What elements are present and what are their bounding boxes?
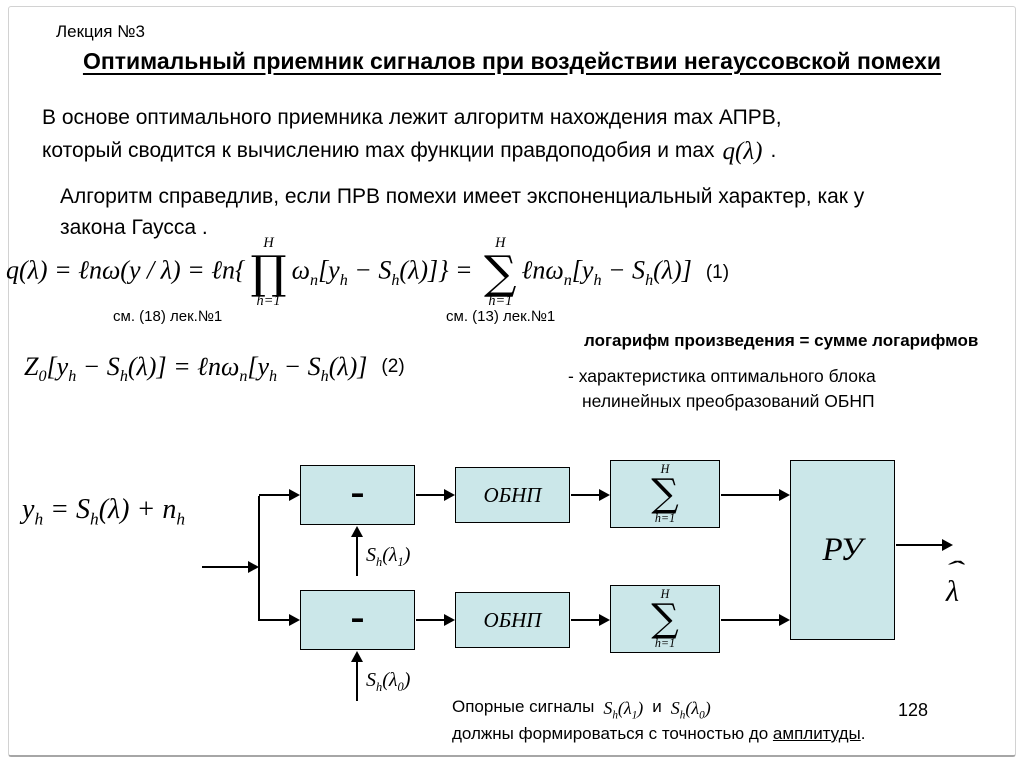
wire-obnp2-sum2	[571, 619, 599, 621]
paragraph-intro-suffix: .	[770, 139, 777, 162]
decision-unit-label: РУ	[822, 531, 863, 568]
minus-sign-1: -	[350, 469, 365, 515]
arrowhead-ru-top	[779, 489, 790, 501]
equation-2-number: (2)	[381, 356, 405, 377]
equation-2-row: Z0[yh − Sh(λ)] = ℓnωn[yh − Sh(λ)] (2)	[24, 352, 405, 386]
branch1-wire	[259, 494, 289, 496]
minus-sign-2: -	[350, 594, 365, 640]
page-title: Оптимальный приемник сигналов при воздей…	[82, 48, 942, 74]
equation-1-number: (1)	[705, 261, 730, 283]
paragraph-intro-line1: В основе оптимального приемника лежит ал…	[42, 106, 782, 129]
wire-sub2-obnp2	[416, 619, 444, 621]
decision-unit-box: РУ	[790, 460, 895, 640]
output-arrowhead	[942, 539, 953, 551]
paragraph-intro-line2: который сводится к вычислению max функци…	[42, 134, 982, 168]
obnp-box-2: ОБНП	[455, 592, 570, 648]
wire-obnp1-sum1	[571, 494, 599, 496]
wire-sum1-ru	[721, 494, 779, 496]
reference-signal-1-label: Sh(λ1)	[366, 544, 411, 569]
page-number: 128	[898, 700, 929, 720]
arrowhead-ru-bottom	[779, 614, 790, 626]
reference-note-2: см. (13) лек.№1	[446, 308, 556, 325]
footer-text-1: Опорные сигналы	[452, 697, 595, 716]
footer-and-word: и	[652, 697, 662, 716]
arrowhead-sum2	[599, 614, 610, 626]
footer-line-1: Опорные сигналы Sh(λ1) и Sh(λ0)	[452, 697, 720, 722]
paragraph-condition: Алгоритм справедлив, если ПРВ помехи име…	[60, 181, 960, 243]
obnp-note-line1: - характеристика оптимального блока	[568, 366, 876, 386]
reference-note-1: см. (18) лек.№1	[113, 308, 223, 325]
reference1-wire	[356, 528, 358, 576]
lecture-label: Лекция №3	[56, 22, 145, 41]
arrowhead-sum1	[599, 489, 610, 501]
sum-operator-2: H∑h=1	[651, 587, 679, 651]
obnp-box-1: ОБНП	[455, 467, 570, 523]
footer-text-2-prefix: должны формироваться с точностью до	[452, 724, 773, 743]
logarithm-note: логарифм произведения = сумме логарифмов	[584, 331, 979, 350]
branch2-wire	[259, 619, 289, 621]
branch2-arrowhead	[289, 614, 300, 626]
footer-line-2: должны формироваться с точностью до ампл…	[452, 724, 865, 744]
paragraph-condition-line1: Алгоритм справедлив, если ПРВ помехи име…	[60, 185, 865, 208]
input-arrowhead	[248, 561, 259, 573]
wire-sum2-ru	[721, 619, 779, 621]
branch-trunk-wire	[258, 496, 260, 621]
paragraph-intro: В основе оптимального приемника лежит ал…	[42, 101, 982, 168]
sum-box-2: H∑h=1	[610, 585, 720, 653]
footer-reference-signal-1: Sh(λ1)	[603, 698, 644, 722]
reference1-arrowhead	[351, 526, 363, 537]
output-wire	[896, 544, 942, 546]
paragraph-condition-line2: закона Гаусса .	[60, 216, 208, 239]
wire-sub1-obnp1	[416, 494, 444, 496]
obnp-note-line2: нелинейных преобразований ОБНП	[582, 391, 875, 411]
q-lambda-inline-formula: q(λ)	[722, 138, 763, 165]
reference-signal-0-label: Sh(λ0)	[366, 669, 411, 694]
arrowhead-obnp1	[444, 489, 455, 501]
subtractor-box-2: -	[300, 590, 415, 650]
obnp-label-2: ОБНП	[483, 607, 542, 632]
obnp-note: - характеристика оптимального блока нели…	[568, 364, 876, 414]
input-wire	[202, 566, 250, 568]
footer-reference-signal-0: Sh(λ0)	[670, 698, 711, 722]
obnp-label-1: ОБНП	[483, 482, 542, 507]
sum-operator-1: H∑h=1	[651, 462, 679, 526]
paragraph-intro-line2-text: который сводится к вычислению max функци…	[42, 139, 715, 162]
subtractor-box-1: -	[300, 465, 415, 525]
equation-2: Z0[yh − Sh(λ)] = ℓnωn[yh − Sh(λ)]	[24, 352, 368, 386]
reference0-wire	[356, 653, 358, 701]
branch1-arrowhead	[289, 489, 300, 501]
arrowhead-obnp2	[444, 614, 455, 626]
sum-box-1: H∑h=1	[610, 460, 720, 528]
input-signal-formula: yh = Sh(λ) + nh	[22, 494, 186, 529]
footer-text-2-suffix: .	[860, 724, 866, 743]
footer-underlined-word: амплитуды	[772, 724, 861, 743]
reference0-arrowhead	[351, 651, 363, 662]
